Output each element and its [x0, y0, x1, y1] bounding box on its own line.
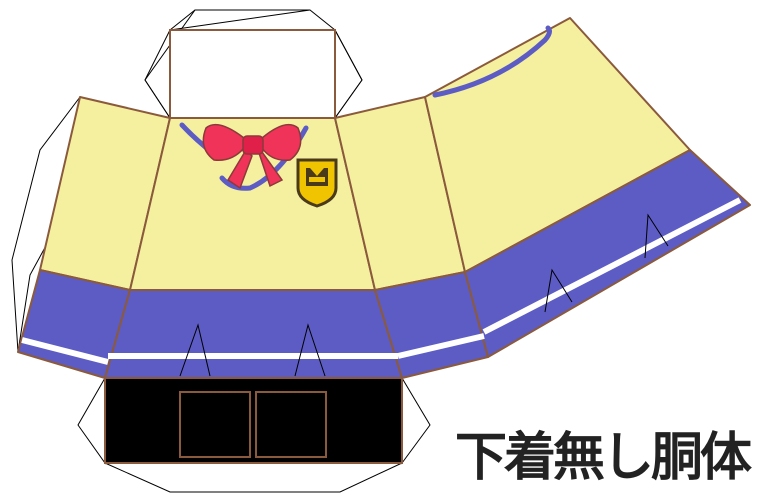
- base-panel: [104, 377, 403, 464]
- ribbon-bow: [202, 123, 302, 190]
- glue-tab-base-left: [77, 376, 106, 465]
- bow-knot: [242, 135, 264, 155]
- glue-tab-base-right: [401, 376, 431, 465]
- collar-back: [432, 25, 552, 98]
- neck-panel: [169, 29, 336, 119]
- stripe-left: [21, 337, 109, 365]
- school-badge: [296, 158, 338, 208]
- base-rect: [104, 377, 403, 464]
- pleat-guides: [179, 213, 669, 377]
- band-stripes: [21, 197, 742, 365]
- glue-tab-base-bottom: [104, 462, 403, 493]
- pleat-mark-3: [544, 268, 573, 313]
- pleat-mark-2: [294, 323, 326, 377]
- stripe-back: [482, 197, 742, 335]
- body-panels: [39, 17, 691, 291]
- base-window-right: [255, 391, 327, 458]
- glue-tab-neck-outline: [144, 9, 363, 119]
- bow-right-loop: [261, 123, 302, 161]
- part-caption: 下着無し胴体: [455, 427, 752, 488]
- base-window-left: [179, 391, 251, 458]
- badge-emblem-bar: [309, 177, 325, 182]
- pleat-mark-1: [179, 323, 211, 377]
- stripe-right: [397, 333, 485, 359]
- band-front: [104, 289, 403, 379]
- bow-left-loop: [202, 123, 245, 161]
- pleat-mark-4: [644, 213, 669, 259]
